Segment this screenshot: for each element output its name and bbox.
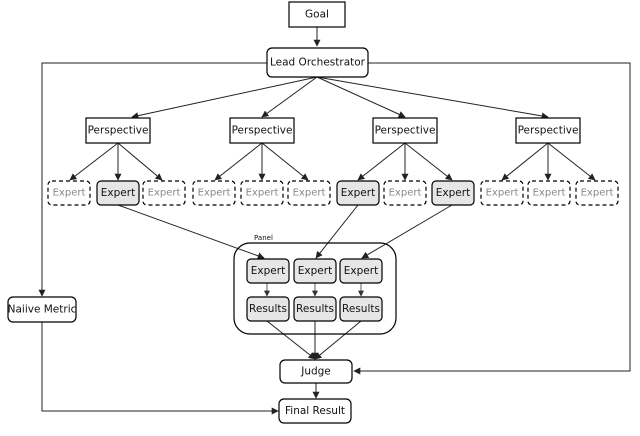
expert-node-p3-2: Expert <box>383 180 427 206</box>
edge-p4-to-expert-3 <box>547 142 596 181</box>
perspective-node-2: Perspective <box>229 117 295 144</box>
expert-node-p1-1: Expert <box>47 180 91 206</box>
panel-expert-box-2 <box>293 258 337 284</box>
judge-node: Judge <box>279 359 353 384</box>
expert-label: Expert <box>101 187 135 199</box>
judge-label: Judge <box>300 366 331 378</box>
perspective-node-4: Perspective <box>515 117 581 144</box>
panel-expert-label: Expert <box>298 265 332 277</box>
edge-lead-to-naive-metric <box>38 62 267 297</box>
edge-selected-expert-a-to-panel <box>117 204 265 260</box>
expert-node-p1-3: Expert <box>142 180 186 206</box>
panel-title: Panel <box>254 234 273 242</box>
lead-orchestrator-node: Lead Orchestrator <box>266 47 369 78</box>
edge-results-1-to-judge <box>266 320 316 360</box>
panel-expert-label: Expert <box>251 265 285 277</box>
edge-selected-expert-b-to-panel <box>315 204 359 259</box>
panel-results-box-3 <box>339 296 383 322</box>
edge-naive-metric-to-final <box>41 322 279 415</box>
panel-results-label: Results <box>296 303 334 315</box>
panel-group: Panel Expert Expert Expert Results Resul… <box>233 234 397 335</box>
expert-label: Expert <box>389 188 422 199</box>
connector-edges <box>38 27 631 415</box>
expert-node-p2-2: Expert <box>240 180 284 206</box>
expert-label: Expert <box>246 188 279 199</box>
perspective-label: Perspective <box>88 125 149 137</box>
edge-p2-to-expert-3 <box>261 142 309 181</box>
expert-node-p3-3-selected: Expert <box>431 180 475 206</box>
panel-results-label: Results <box>249 303 287 315</box>
edge-results-3-to-judge <box>314 320 362 360</box>
expert-node-p4-3: Expert <box>575 180 619 206</box>
edge-lead-to-perspective-2 <box>261 76 318 118</box>
expert-node-p2-1: Expert <box>192 180 236 206</box>
edge-lead-to-judge <box>353 62 631 375</box>
expert-label: Expert <box>293 188 326 199</box>
panel-expert-box-1 <box>246 258 290 284</box>
perspective-label: Perspective <box>518 125 579 137</box>
expert-label: Expert <box>581 188 614 199</box>
expert-label: Expert <box>198 188 231 199</box>
perspective-node-3: Perspective <box>372 117 438 144</box>
panel-expert-box-3 <box>339 258 383 284</box>
panel-results-box-1 <box>246 296 290 322</box>
naive-metric-node: Naiive Metric <box>7 296 77 323</box>
goal-label: Goal <box>305 9 329 21</box>
expert-label: Expert <box>341 187 375 199</box>
perspective-label: Perspective <box>375 125 436 137</box>
goal-node: Goal <box>288 1 346 28</box>
expert-label: Expert <box>436 187 470 199</box>
expert-node-p2-3: Expert <box>287 180 331 206</box>
final-result-node: Final Result <box>278 398 352 424</box>
expert-label: Expert <box>53 188 86 199</box>
edge-lead-to-perspective-4 <box>316 76 549 120</box>
panel-results-box-2 <box>293 296 337 322</box>
panel-results-label: Results <box>342 303 380 315</box>
edge-p3-to-expert-3 <box>404 142 453 181</box>
edge-p2-to-expert-1 <box>214 142 263 181</box>
expert-label: Expert <box>486 188 519 199</box>
expert-node-p4-1: Expert <box>480 180 524 206</box>
edge-p1-to-expert-3 <box>117 142 163 181</box>
expert-node-p4-2: Expert <box>527 180 571 206</box>
edge-p4-to-expert-1 <box>501 142 549 181</box>
lead-orchestrator-label: Lead Orchestrator <box>270 57 366 69</box>
final-result-label: Final Result <box>285 405 345 417</box>
perspective-node-1: Perspective <box>85 117 151 144</box>
edge-p3-to-expert-1 <box>357 142 406 181</box>
edge-p1-to-expert-1 <box>69 142 119 181</box>
edge-selected-expert-c-to-panel <box>361 204 453 259</box>
expert-node-p1-2-selected: Expert <box>96 180 140 206</box>
edge-lead-to-perspective-1 <box>131 76 318 120</box>
expert-label: Expert <box>533 188 566 199</box>
perspective-label: Perspective <box>232 125 293 137</box>
edge-lead-to-perspective-3 <box>316 76 406 118</box>
naive-metric-label: Naiive Metric <box>8 304 77 316</box>
panel-expert-label: Expert <box>344 265 378 277</box>
expert-label: Expert <box>148 188 181 199</box>
expert-node-p3-1-selected: Expert <box>336 180 380 206</box>
